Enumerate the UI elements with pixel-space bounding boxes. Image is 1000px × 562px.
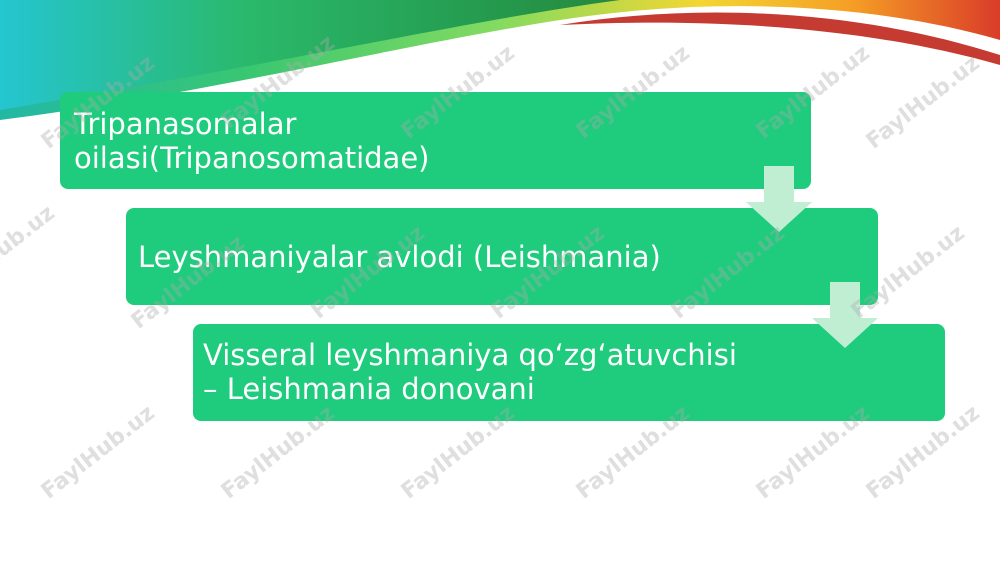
watermark-text: FaylHub.uz [36,400,160,505]
hierarchy-box-family-text: Tripanasomalar oilasi(Tripanosomatidae) [74,106,430,175]
watermark-text: FaylHub.uz [0,200,60,305]
down-arrow-icon [746,166,812,232]
hierarchy-box-species: Visseral leyshmaniya qo‘zg‘atuvchisi – L… [193,324,945,421]
hierarchy-box-family: Tripanasomalar oilasi(Tripanosomatidae) [60,92,811,189]
header-swoosh-decoration [0,0,1000,120]
hierarchy-box-genus: Leyshmaniyalar avlodi (Leishmania) [126,208,878,305]
hierarchy-box-genus-text: Leyshmaniyalar avlodi (Leishmania) [138,239,661,274]
hierarchy-box-species-text: Visseral leyshmaniya qo‘zg‘atuvchisi – L… [203,338,737,406]
down-arrow-icon [812,282,878,348]
